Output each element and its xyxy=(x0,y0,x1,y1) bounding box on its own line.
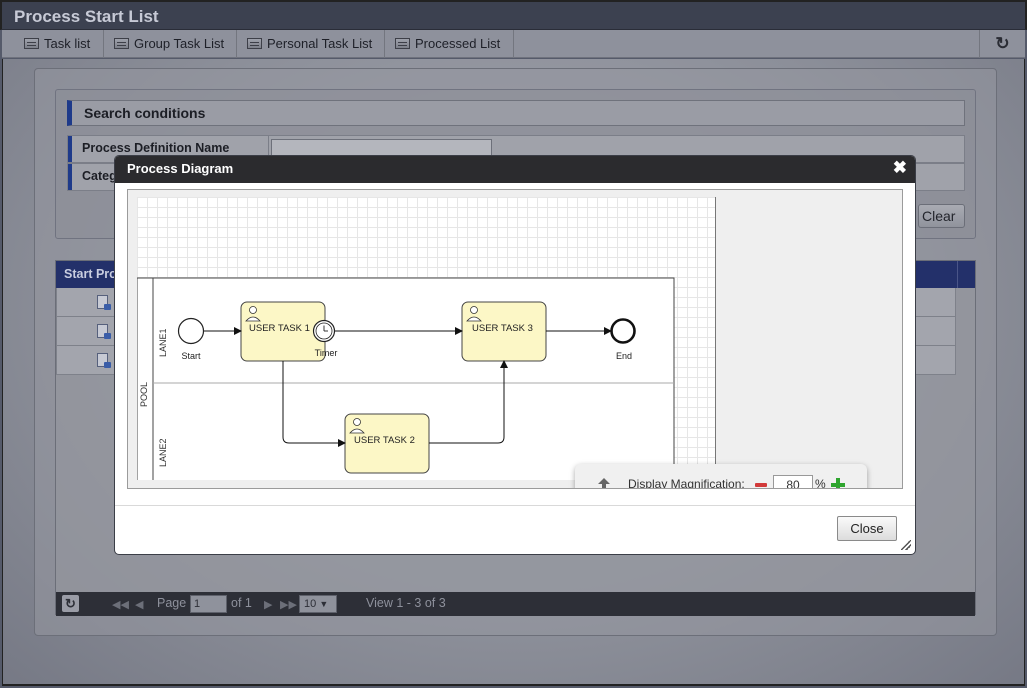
user-task-2-label: USER TASK 2 xyxy=(354,435,415,446)
rows-per-page-select[interactable]: 10 ▼ xyxy=(299,595,337,613)
tab-personal-task-list[interactable]: Personal Task List xyxy=(237,30,385,58)
start-process-icon[interactable] xyxy=(97,353,111,368)
user-icon xyxy=(245,306,261,322)
clear-button[interactable]: Clear xyxy=(918,204,965,228)
start-process-icon[interactable] xyxy=(97,295,111,310)
pager: ↻ ◀◀ ◀ Page 1 of 1 ▶ ▶▶ 10 ▼ View 1 - 3 … xyxy=(56,592,975,616)
zoom-in-icon[interactable] xyxy=(831,478,845,488)
tab-processed-list[interactable]: Processed List xyxy=(385,30,514,58)
page-title: Process Start List xyxy=(14,7,159,26)
user-task-1-label: USER TASK 1 xyxy=(249,323,310,334)
zoom-out-icon[interactable] xyxy=(755,483,767,487)
lane1-label: LANE1 xyxy=(158,328,168,357)
user-task-3-label: USER TASK 3 xyxy=(472,323,533,334)
user-icon xyxy=(349,418,365,434)
sequence-flow xyxy=(429,360,508,444)
prev-page-icon[interactable]: ◀ xyxy=(135,599,144,611)
start-event[interactable] xyxy=(177,317,205,345)
list-icon xyxy=(114,38,129,49)
next-page-icon[interactable]: ▶ xyxy=(264,599,273,611)
dialog-title: Process Diagram xyxy=(127,161,234,176)
end-event[interactable] xyxy=(610,318,636,344)
refresh-icon[interactable]: ↻ xyxy=(979,30,1025,58)
page-input[interactable]: 1 xyxy=(190,595,227,613)
tab-bar: Task list Group Task List Personal Task … xyxy=(2,30,1025,58)
end-label: End xyxy=(616,351,632,361)
list-icon xyxy=(395,38,410,49)
percent-label: % xyxy=(815,477,826,489)
start-label: Start xyxy=(181,351,201,361)
pool-label: POOL xyxy=(139,382,149,407)
sequence-flow xyxy=(282,361,346,447)
dialog-divider xyxy=(115,505,915,506)
page-count: of 1 xyxy=(231,596,252,610)
diagram-canvas: POOL LANE1 LANE2 Start USER TASK 1 Timer xyxy=(136,197,716,488)
magnification-input[interactable]: 80 xyxy=(773,475,813,488)
process-diagram-dialog: Process Diagram ✖ POOL LANE1 LANE2 St xyxy=(115,156,915,554)
timer-icon[interactable] xyxy=(312,319,336,343)
list-icon xyxy=(24,38,39,49)
process-definition-name-label: Process Definition Name xyxy=(68,136,269,162)
timer-label: Timer xyxy=(315,348,338,358)
close-icon[interactable]: ✖ xyxy=(892,158,907,177)
app-title: Process Start List xyxy=(0,0,1027,30)
search-header: Search conditions xyxy=(67,100,965,126)
page-label: Page xyxy=(157,596,187,610)
resize-handle-icon[interactable] xyxy=(901,540,911,550)
zoom-panel: Display Magnification: 80 % xyxy=(575,464,867,489)
view-range-text: View 1 - 3 of 3 xyxy=(366,596,446,610)
refresh-icon[interactable]: ↻ xyxy=(62,595,79,612)
tab-task-list[interactable]: Task list xyxy=(14,30,104,58)
bpmn-diagram: POOL LANE1 LANE2 Start USER TASK 1 Timer xyxy=(136,277,675,488)
up-arrow-icon[interactable] xyxy=(597,477,611,489)
start-process-icon[interactable] xyxy=(97,324,111,339)
close-button[interactable]: Close xyxy=(837,516,897,541)
last-page-icon[interactable]: ▶▶ xyxy=(280,599,297,611)
tab-group-task-list[interactable]: Group Task List xyxy=(104,30,237,58)
user-icon xyxy=(466,306,482,322)
list-icon xyxy=(247,38,262,49)
chevron-down-icon: ▼ xyxy=(319,599,329,609)
magnification-label: Display Magnification: xyxy=(628,477,745,489)
diagram-viewport[interactable]: POOL LANE1 LANE2 Start USER TASK 1 Timer xyxy=(127,189,903,489)
lane2-label: LANE2 xyxy=(158,438,168,467)
dialog-header: Process Diagram ✖ xyxy=(115,156,915,183)
first-page-icon[interactable]: ◀◀ xyxy=(112,599,129,611)
